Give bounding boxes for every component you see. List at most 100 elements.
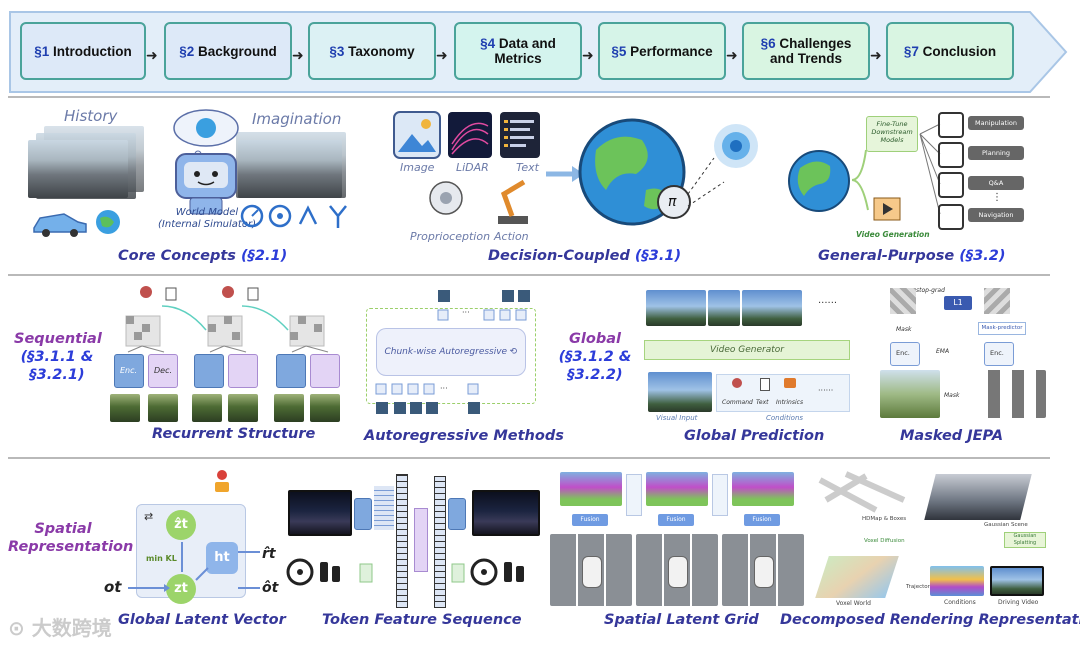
token-feature-caption: Token Feature Sequence	[322, 612, 522, 628]
camera-icon	[784, 378, 796, 388]
task-ellipsis: ⋮	[992, 192, 1002, 203]
mask-predictor-box: Mask-predictor	[978, 322, 1026, 335]
roadmap-step-introduction: §1 Introduction	[20, 22, 146, 80]
gaussian-scene-label: Gaussian Scene	[984, 522, 1028, 528]
night-video-frame	[472, 490, 540, 536]
proprioception-label: Proprioception	[410, 230, 491, 243]
imagination-label: Imagination	[252, 110, 342, 128]
decoder-block	[228, 354, 258, 388]
conditions-label: Conditions	[766, 414, 804, 422]
condition-label: Intrinsics	[776, 399, 804, 406]
ego-car-icon	[668, 556, 688, 588]
input-label-image: Image	[400, 161, 435, 174]
stop-grad-label: stop-grad	[916, 287, 945, 294]
divider	[8, 274, 1050, 276]
spatial-representation-label: Spatial Representation	[8, 521, 134, 555]
forest-frame	[148, 394, 178, 422]
fusion-box: Fusion	[572, 514, 608, 526]
encoder-block	[114, 354, 144, 388]
video-generator-box: Video Generator	[644, 340, 850, 360]
task-label: Manipulation	[968, 116, 1024, 130]
sequential-label: Sequential (§3.1.1 & §3.2.1)	[14, 331, 102, 383]
forest-frame	[274, 394, 304, 422]
robot-icon	[173, 109, 239, 215]
arrow-right-icon: ➜	[582, 48, 594, 64]
encoder-block	[354, 498, 372, 530]
decoder-block	[448, 498, 466, 530]
ego-car-icon	[582, 556, 602, 588]
task-label: Planning	[968, 146, 1024, 160]
z-hat-node: ẑt	[166, 510, 196, 540]
conditions-label: Conditions	[944, 599, 976, 606]
autoregressive-frame	[366, 308, 536, 404]
car-icon	[33, 210, 120, 237]
autoregressive-tokens	[375, 290, 530, 414]
encoder-block	[276, 354, 306, 388]
roadmap-step-performance: §5 Performance	[598, 22, 726, 80]
encoder-block	[890, 342, 920, 366]
token-sequence	[434, 476, 446, 608]
masked-frame	[976, 370, 1046, 418]
masked-jepa-caption: Masked JEPA	[900, 428, 1004, 444]
roadmap-step-conclusion: §7 Conclusion	[886, 22, 1014, 80]
dec-label: Dec.	[154, 366, 173, 375]
condition-label: Text	[756, 399, 769, 406]
voxel-world-label: Voxel World	[836, 600, 871, 607]
decision-coupled-caption: Decision-Coupled (§3.1)	[488, 248, 682, 264]
decoder-block	[148, 354, 178, 388]
finetune-box: Fine-Tune Downstream Models	[866, 116, 918, 152]
driving-video-image	[990, 566, 1044, 596]
night-video-frame	[288, 490, 352, 536]
policy-symbol: π	[668, 194, 677, 210]
history-label: History	[64, 107, 118, 125]
condition-label: Command	[722, 399, 753, 406]
action-label: Action	[494, 230, 529, 243]
joystick-icon	[214, 470, 230, 492]
arrow-right-icon: ➜	[292, 48, 304, 64]
trajectory-label: Trajectory	[906, 584, 934, 590]
gaussian-splatting-box: Gaussian Splatting	[1004, 532, 1046, 548]
visual-input-frame	[648, 372, 712, 412]
mask-label: Mask	[944, 392, 960, 399]
global-prediction-caption: Global Prediction	[684, 428, 825, 444]
roadmap-step-challenges: §6 Challenges and Trends	[742, 22, 870, 80]
robot-arm-icon	[429, 179, 528, 224]
ellipsis: ······	[818, 298, 838, 309]
arrow-right-icon: ➜	[870, 48, 882, 64]
core-concepts-caption: Core Concepts (§2.1)	[118, 248, 288, 264]
watermark-logo-icon: ⊙	[8, 616, 25, 640]
masked-patch	[984, 288, 1010, 314]
world-model-label: World Model (Internal Simulator)	[158, 207, 256, 230]
input-label-text: Text	[516, 161, 539, 174]
fusion-box: Fusion	[744, 514, 780, 526]
earth-icon	[788, 150, 850, 212]
observation-hat-label: ôt	[262, 580, 279, 596]
watermark: ⊙ 大数跨境	[8, 616, 112, 640]
divider	[8, 96, 1050, 98]
roadmap-step-data-metrics: §4 Data and Metrics	[454, 22, 582, 80]
forest-frame	[110, 394, 140, 422]
general-branch-lines	[852, 123, 941, 221]
enc-label: Enc.	[990, 349, 1004, 357]
conditions-image	[930, 566, 984, 596]
roadmap-banner: §1 Introduction ➜ §2 Background ➜ §3 Tax…	[8, 10, 1070, 94]
fusion-box: Fusion	[658, 514, 694, 526]
manipulation-icon	[938, 112, 964, 138]
enc-label: Enc.	[120, 366, 138, 375]
forest-frame	[310, 394, 340, 422]
input-modality-icons	[393, 111, 540, 159]
bev-semantic-frame	[646, 472, 708, 506]
bev-semantic-frame	[560, 472, 622, 506]
qa-icon	[938, 172, 964, 198]
video-generation-label: Video Generation	[856, 230, 930, 239]
world-model-block	[626, 474, 642, 516]
ellipsis: ···	[440, 384, 448, 393]
ego-car-icon	[754, 556, 774, 588]
voxel-diffusion-label: Voxel Diffusion	[864, 538, 905, 544]
global-label: Global (§3.1.2 & §3.2.2)	[558, 331, 632, 383]
driving-video-label: Driving Video	[998, 599, 1039, 606]
mask-label: Mask	[896, 326, 912, 333]
planning-icon	[938, 142, 964, 168]
encoder-block	[984, 342, 1014, 366]
document-icon	[760, 378, 770, 391]
